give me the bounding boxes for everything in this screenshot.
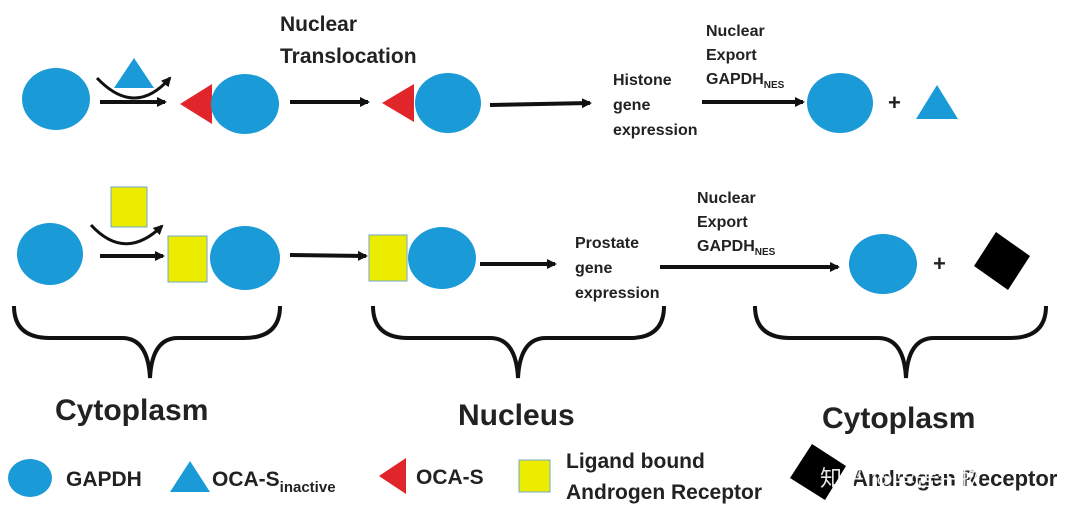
gapdh-icon xyxy=(849,234,917,294)
step-label: Nuclear Export xyxy=(697,190,760,231)
gapdh-icon xyxy=(22,68,90,130)
arrow xyxy=(489,98,592,109)
legend-label: Androgen Receptor xyxy=(852,466,1058,491)
plus-sign: + xyxy=(933,251,946,276)
ligand-bound-ar-icon xyxy=(167,235,208,283)
plus-sign: + xyxy=(888,90,901,115)
watermark: 知乎 @华舍生物 xyxy=(820,467,981,492)
arrow xyxy=(289,250,368,261)
curved-arrow xyxy=(95,76,172,100)
gapdh-icon xyxy=(211,74,279,134)
legend-label: OCA-Sinactive xyxy=(212,468,336,496)
ligand-bound-ar-icon xyxy=(518,459,551,493)
gapdh-icon xyxy=(415,73,481,133)
gapdh-nes-label: GAPDHNES xyxy=(706,71,785,91)
gapdh-icon xyxy=(17,223,83,285)
androgen-receptor-icon xyxy=(974,232,1030,290)
compartment-label: Nucleus xyxy=(458,399,575,432)
compartment-label: Cytoplasm xyxy=(55,394,208,427)
brace xyxy=(371,305,666,379)
ligand-bound-ar-icon xyxy=(110,186,148,228)
legend-label: GAPDH xyxy=(66,468,142,491)
gapdh-icon xyxy=(210,226,280,290)
oca-s-inactive-icon xyxy=(170,461,210,492)
compartment-label: Cytoplasm xyxy=(822,402,975,435)
legend-label: Ligand bound Androgen Receptor xyxy=(566,450,762,504)
step-label: Prostate gene expression xyxy=(575,235,659,302)
gapdh-icon xyxy=(408,227,476,289)
step-label: Histone gene expression xyxy=(613,72,697,139)
gapdh-icon xyxy=(8,459,52,497)
oca-s-inactive-icon xyxy=(916,85,958,119)
curved-arrow xyxy=(89,223,164,246)
gapdh-icon xyxy=(807,73,873,133)
step-label: Nuclear Export xyxy=(706,23,769,64)
ligand-bound-ar-icon xyxy=(368,234,408,282)
brace xyxy=(753,305,1048,379)
androgen-receptor-icon xyxy=(790,444,846,500)
oca-s-icon xyxy=(382,84,414,122)
oca-s-inactive-icon xyxy=(114,58,154,88)
step-label: Nuclear Translocation xyxy=(280,13,417,68)
gapdh-nes-label: GAPDHNES xyxy=(697,238,776,258)
oca-s-icon xyxy=(379,458,406,494)
brace xyxy=(12,305,282,379)
oca-s-icon xyxy=(180,84,212,124)
legend-label: OCA-S xyxy=(416,466,484,489)
